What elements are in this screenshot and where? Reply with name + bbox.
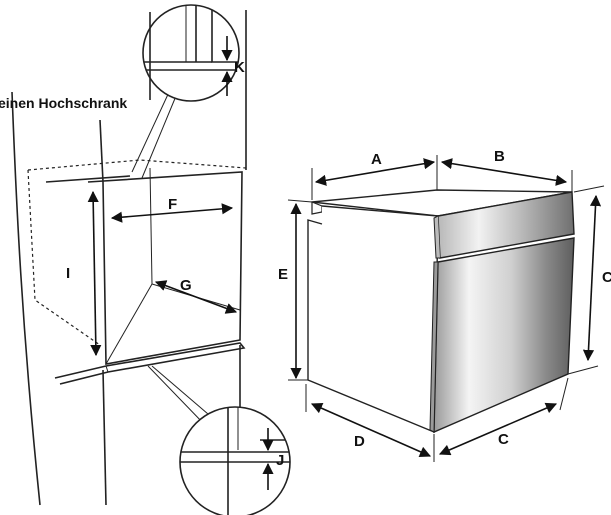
label-e: E bbox=[278, 266, 288, 283]
label-c-height: C bbox=[602, 269, 611, 286]
label-d: D bbox=[354, 433, 365, 450]
caption-text: einen Hochschrank bbox=[0, 95, 127, 111]
label-b: B bbox=[494, 148, 505, 165]
label-c: C bbox=[498, 431, 509, 448]
label-g: G bbox=[180, 277, 192, 294]
label-i: I bbox=[66, 265, 70, 282]
oven bbox=[307, 189, 575, 434]
detail-circle-j: J bbox=[179, 406, 291, 515]
label-f: F bbox=[168, 196, 177, 213]
label-j: J bbox=[276, 452, 284, 469]
label-a: A bbox=[371, 151, 382, 168]
label-k: K bbox=[234, 59, 245, 76]
detail-circle-k: K bbox=[142, 4, 245, 102]
niche-dimensions: I F G bbox=[66, 190, 238, 357]
oven-dimensions: A B E C D C bbox=[278, 148, 611, 462]
